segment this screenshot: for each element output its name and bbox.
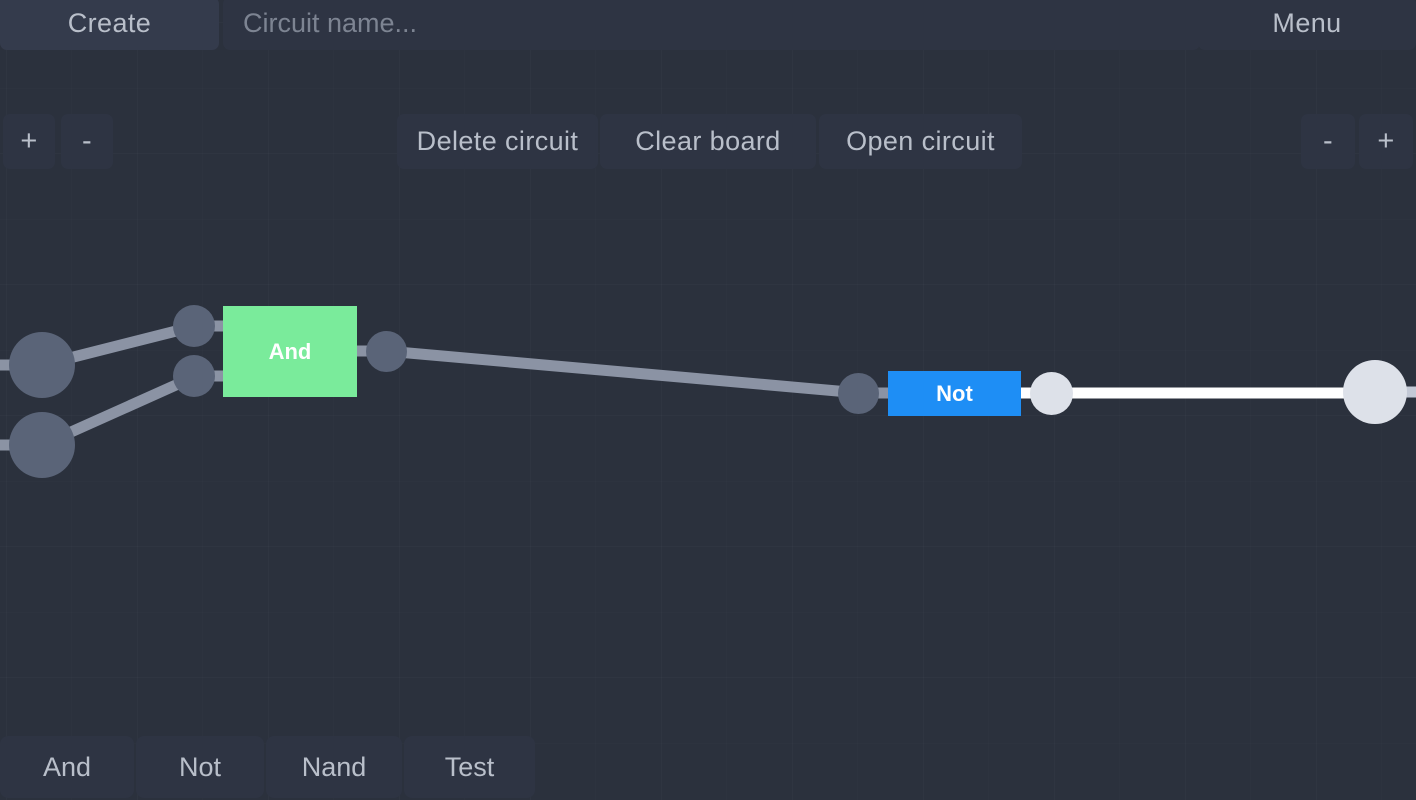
zoom-in-button[interactable]: + <box>3 114 55 169</box>
node-not-output[interactable] <box>1030 372 1073 415</box>
wire-and-out-to-not-in[interactable] <box>385 345 861 399</box>
node-input-b[interactable] <box>9 412 75 478</box>
zoom-out-button[interactable]: - <box>61 114 113 169</box>
clear-board-button[interactable]: Clear board <box>600 114 816 169</box>
node-input-a[interactable] <box>9 332 75 398</box>
palette-item-not[interactable]: Not <box>136 736 264 798</box>
gate-and[interactable]: And <box>223 306 357 397</box>
create-button[interactable]: Create <box>0 0 219 50</box>
palette-item-and[interactable]: And <box>0 736 134 798</box>
delete-circuit-button[interactable]: Delete circuit <box>397 114 598 169</box>
menu-button[interactable]: Menu <box>1198 0 1416 50</box>
node-output[interactable] <box>1343 360 1407 424</box>
gate-not[interactable]: Not <box>888 371 1021 416</box>
palette-item-nand[interactable]: Nand <box>266 736 402 798</box>
node-and-input-b[interactable] <box>173 355 215 397</box>
scale-up-button[interactable]: + <box>1359 114 1413 169</box>
toolbar-primary: Create Menu <box>0 0 1416 56</box>
toolbar-secondary: + - Delete circuit Clear board Open circ… <box>0 57 1416 169</box>
node-not-input[interactable] <box>838 373 879 414</box>
gate-palette-bar: And Not Nand Test <box>0 732 1416 800</box>
circuit-name-input[interactable] <box>223 0 1200 50</box>
node-and-input-a[interactable] <box>173 305 215 347</box>
scale-down-button[interactable]: - <box>1301 114 1355 169</box>
open-circuit-button[interactable]: Open circuit <box>819 114 1022 169</box>
node-and-output[interactable] <box>366 331 407 372</box>
palette-item-test[interactable]: Test <box>404 736 535 798</box>
